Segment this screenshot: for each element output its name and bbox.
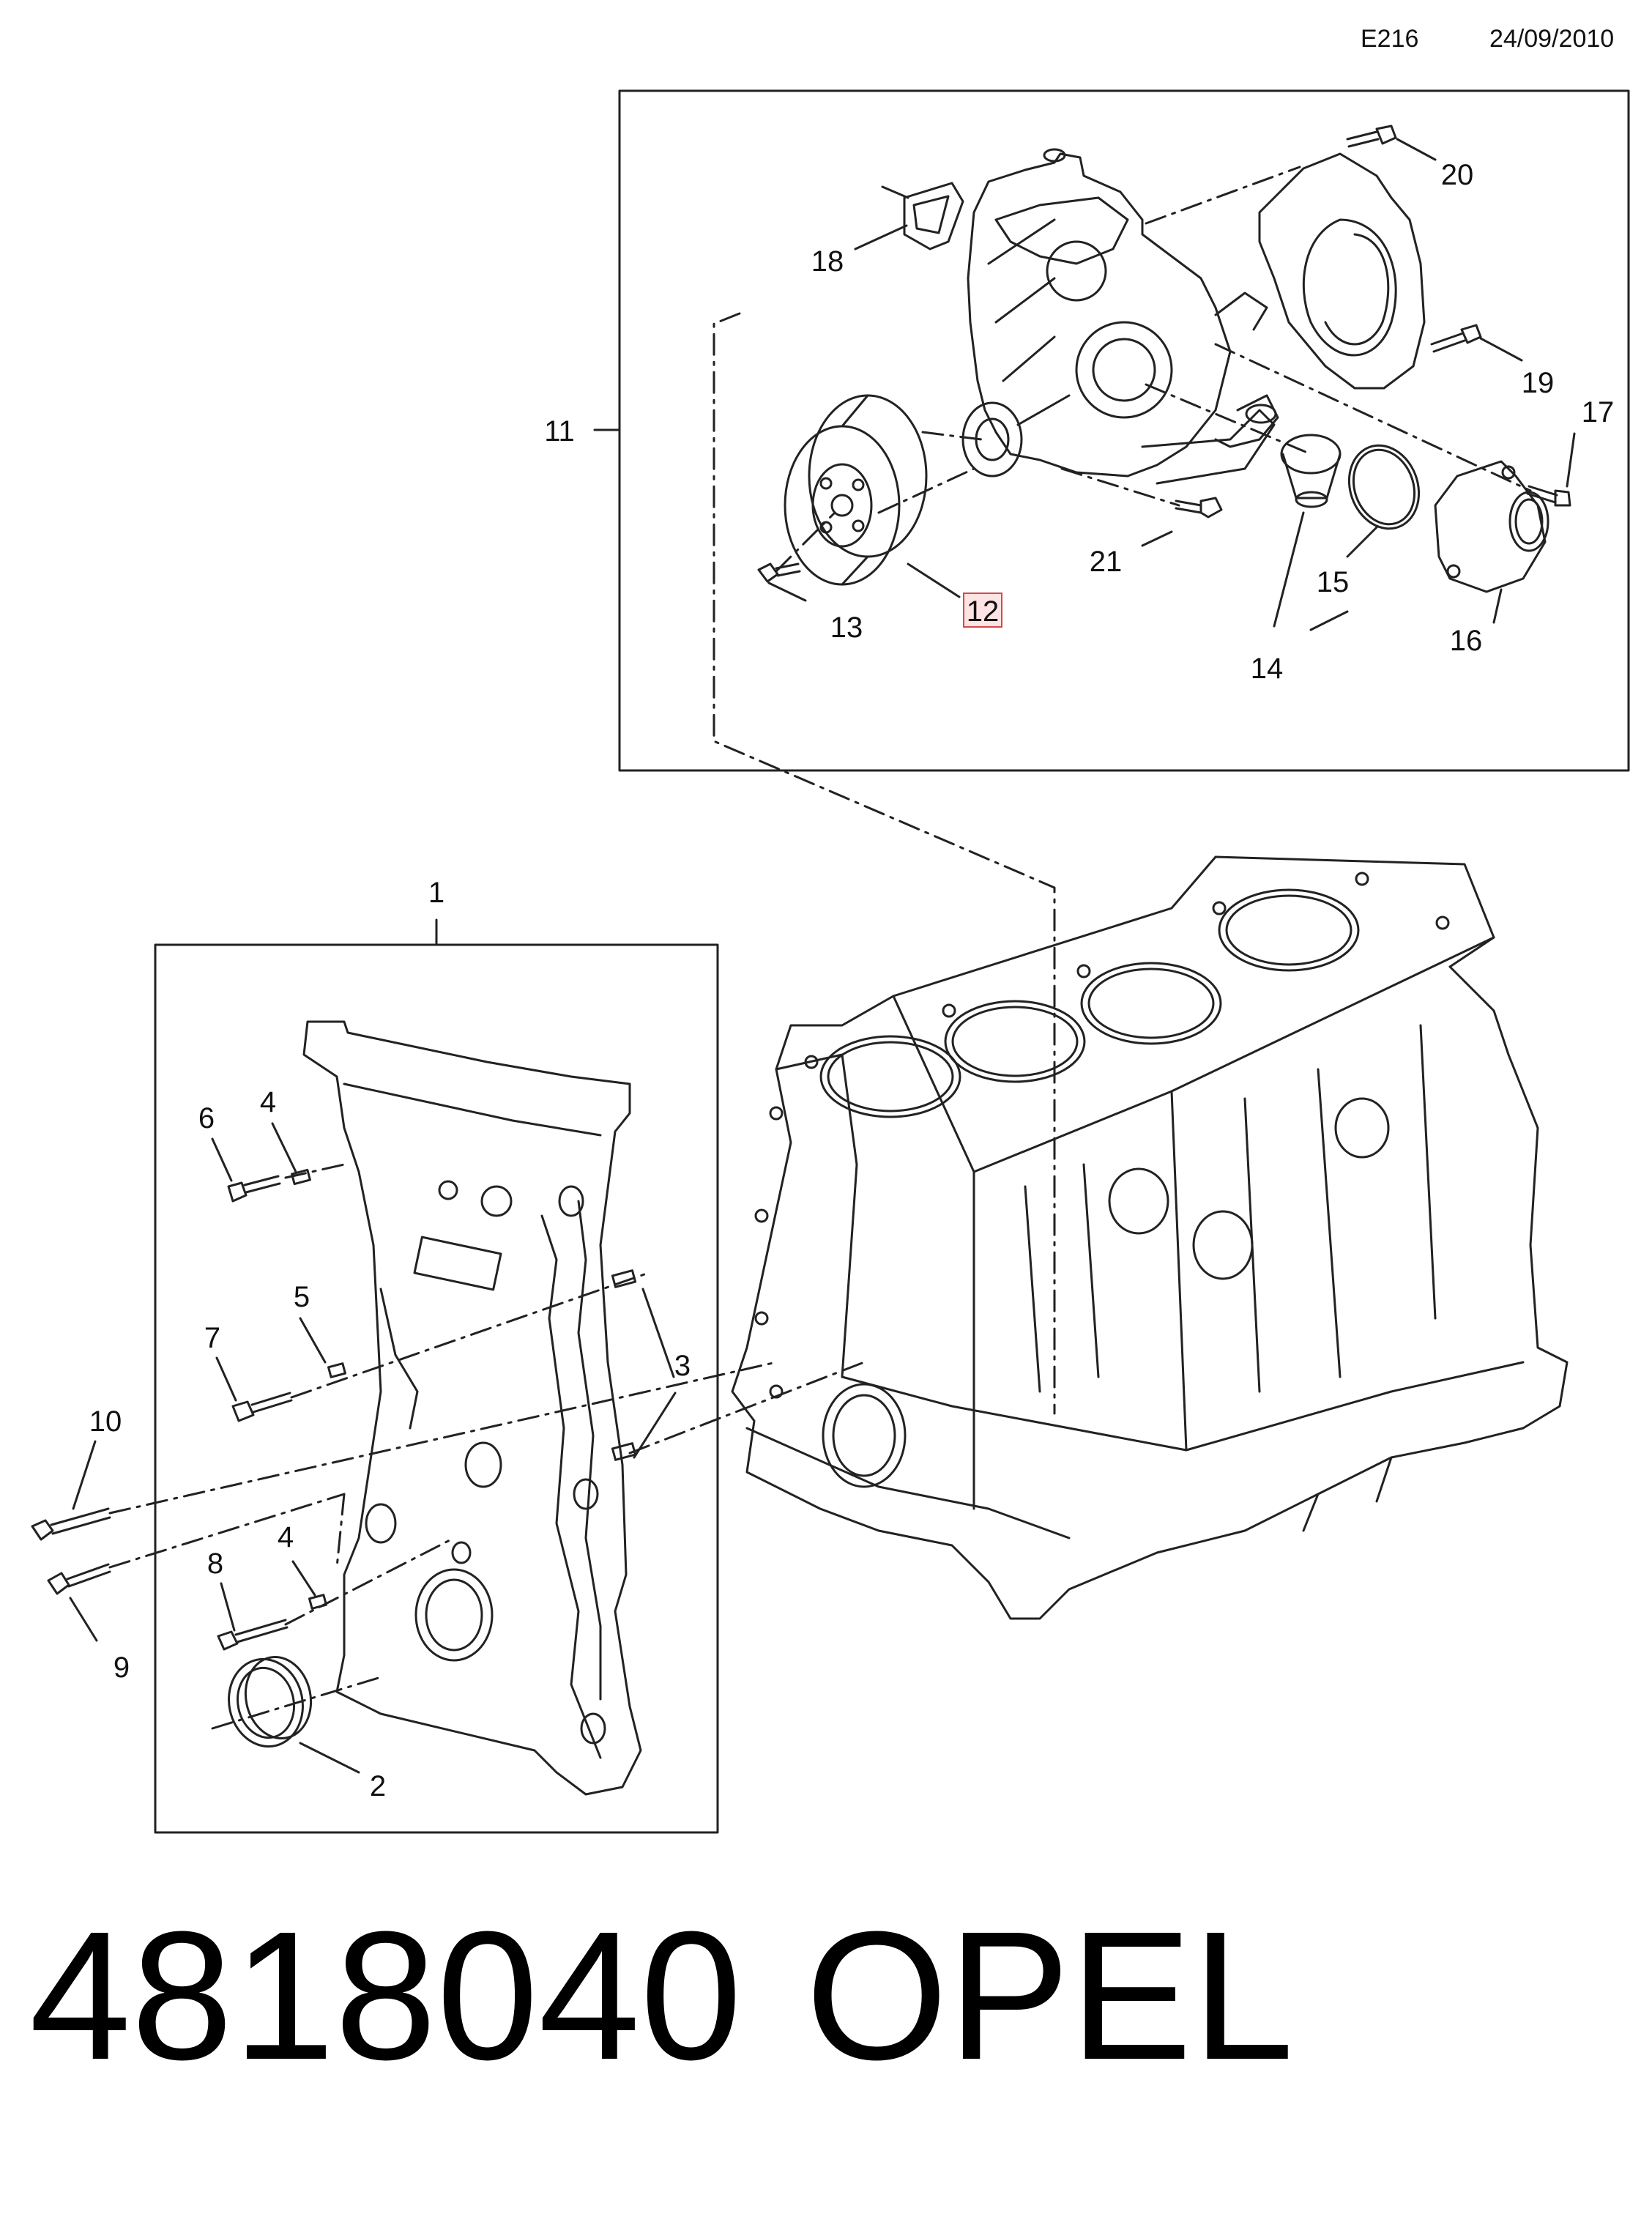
callout-13[interactable]: 13 bbox=[830, 612, 863, 644]
engine-block bbox=[731, 855, 1569, 1620]
cover-bolt-19 bbox=[1430, 324, 1482, 353]
pulley-bolt bbox=[757, 562, 801, 583]
callout-19[interactable]: 19 bbox=[1522, 367, 1555, 399]
callout-10[interactable]: 10 bbox=[89, 1405, 122, 1438]
callout-6[interactable]: 6 bbox=[198, 1102, 215, 1134]
callout-14[interactable]: 14 bbox=[1251, 653, 1284, 685]
cover-bolt-20 bbox=[1346, 125, 1397, 148]
pump-cover-gasket bbox=[1258, 152, 1426, 390]
timing-chain-cover bbox=[302, 1020, 642, 1796]
callout-7[interactable]: 7 bbox=[204, 1322, 220, 1354]
dowel-4-lower bbox=[308, 1594, 327, 1610]
water-pump-pulley bbox=[784, 394, 928, 586]
callout-15[interactable]: 15 bbox=[1317, 566, 1350, 598]
part-number: 4818040 bbox=[29, 1893, 743, 2098]
callout-8[interactable]: 8 bbox=[207, 1548, 223, 1580]
dowel-pin-3 bbox=[611, 1269, 637, 1461]
callout-2[interactable]: 2 bbox=[370, 1770, 386, 1802]
callout-3[interactable]: 3 bbox=[674, 1350, 691, 1382]
callout-4-upper[interactable]: 4 bbox=[260, 1086, 276, 1118]
cover-bolt-8 bbox=[217, 1619, 289, 1651]
diagram-date: 24/09/2010 bbox=[1489, 25, 1615, 53]
dowel-5 bbox=[327, 1362, 346, 1378]
outlet-bolt-17 bbox=[1526, 485, 1571, 507]
brand-name: OPEL bbox=[805, 1893, 1294, 2098]
water-pump-housing bbox=[967, 148, 1277, 485]
coolant-outlet bbox=[1434, 460, 1549, 593]
thermostat bbox=[1214, 394, 1342, 508]
callout-18[interactable]: 18 bbox=[811, 245, 844, 278]
callout-1[interactable]: 1 bbox=[428, 877, 444, 909]
callout-12-highlight bbox=[963, 593, 1002, 628]
callout-11[interactable]: 11 bbox=[544, 415, 575, 447]
crankshaft-front-seal bbox=[228, 1655, 313, 1748]
front-cover-group-frame bbox=[154, 943, 719, 1834]
callout-4-lower[interactable]: 4 bbox=[278, 1521, 294, 1553]
assembly-guide-line bbox=[712, 312, 1056, 1415]
pump-hub bbox=[961, 401, 1023, 478]
callout-9[interactable]: 9 bbox=[114, 1652, 130, 1684]
cover-bolt-6 bbox=[227, 1175, 281, 1203]
cover-bolt-10 bbox=[31, 1507, 111, 1541]
callout-5[interactable]: 5 bbox=[294, 1281, 310, 1313]
cover-bolt-9 bbox=[47, 1563, 111, 1595]
callout-17[interactable]: 17 bbox=[1582, 396, 1615, 428]
callout-12[interactable]: 12 bbox=[967, 595, 1000, 628]
dowel-4-upper bbox=[291, 1168, 311, 1186]
diagram-code: E216 bbox=[1361, 25, 1419, 53]
callout-21[interactable]: 21 bbox=[1090, 546, 1123, 578]
inlet-gasket bbox=[903, 182, 964, 250]
thermostat-seal-ring bbox=[1347, 444, 1421, 530]
cover-bolt-7 bbox=[231, 1392, 293, 1422]
housing-bolt-21 bbox=[1175, 497, 1223, 519]
callout-16[interactable]: 16 bbox=[1450, 625, 1483, 657]
callout-20[interactable]: 20 bbox=[1441, 159, 1474, 191]
water-pump-group-frame bbox=[618, 89, 1630, 772]
